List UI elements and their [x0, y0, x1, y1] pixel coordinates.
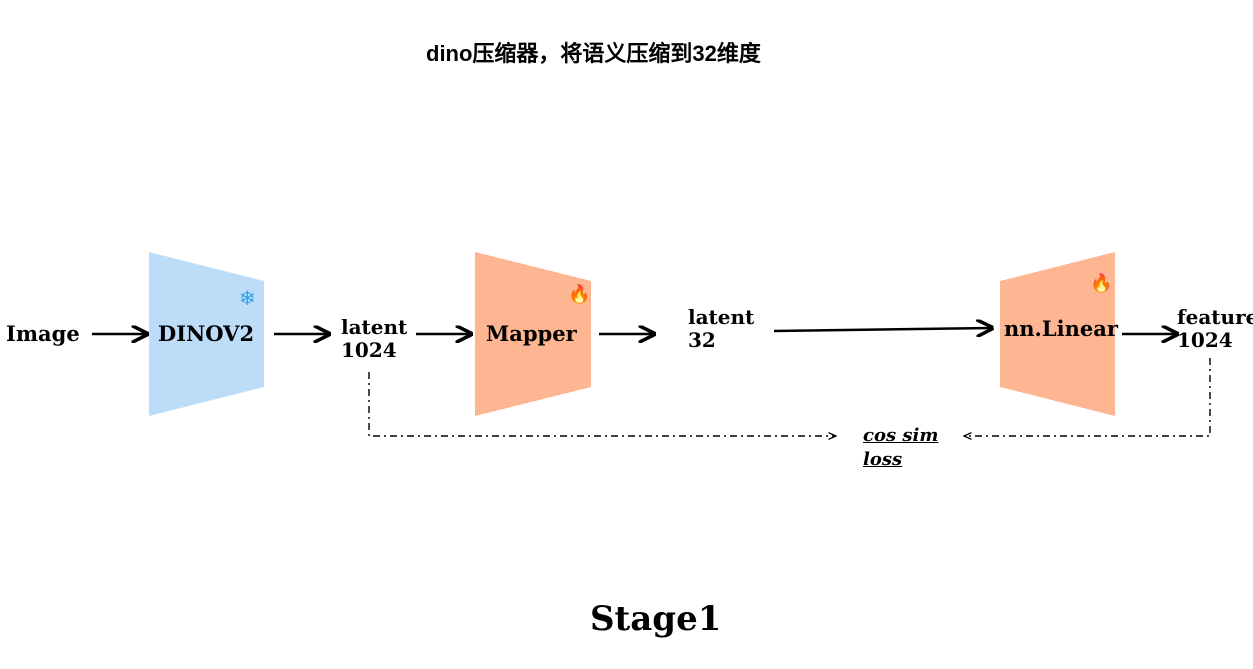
- latent-1024-line2: 1024: [341, 338, 397, 362]
- stage-caption: Stage1: [590, 599, 722, 639]
- mapper-block: [475, 252, 591, 416]
- latent-1024-node: latent 1024: [341, 316, 407, 362]
- latent-32-line1: latent: [688, 305, 755, 329]
- arrow-latent32-to-linear: [773, 328, 992, 331]
- feature-1024-node: feature 1024: [1177, 306, 1253, 352]
- loss-line1: cos sim: [863, 425, 939, 446]
- dinov2-block: [149, 252, 264, 416]
- latent-32-node: latent 32: [688, 306, 754, 352]
- loss-path-left: [368, 372, 836, 436]
- feature-1024-line1: feature: [1177, 305, 1253, 329]
- fire-icon: 🔥: [1090, 273, 1113, 293]
- loss-path-right: [964, 358, 1211, 436]
- linear-block: [1000, 252, 1115, 416]
- dinov2-label: DINOV2: [158, 321, 255, 346]
- cos-sim-loss-label: cos sim loss: [863, 424, 938, 473]
- fire-icon: 🔥: [568, 284, 591, 304]
- diagram-title: dino压缩器，将语义压缩到32维度: [426, 41, 761, 66]
- latent-32-line2: 32: [688, 328, 716, 352]
- loss-line2: loss: [863, 449, 903, 471]
- feature-1024-line2: 1024: [1177, 328, 1233, 352]
- latent-1024-line1: latent: [341, 315, 408, 339]
- input-image-label: Image: [6, 321, 80, 346]
- mapper-label: Mapper: [486, 321, 577, 346]
- snowflake-icon: ❄: [239, 288, 256, 310]
- linear-label: nn.Linear: [1004, 316, 1118, 341]
